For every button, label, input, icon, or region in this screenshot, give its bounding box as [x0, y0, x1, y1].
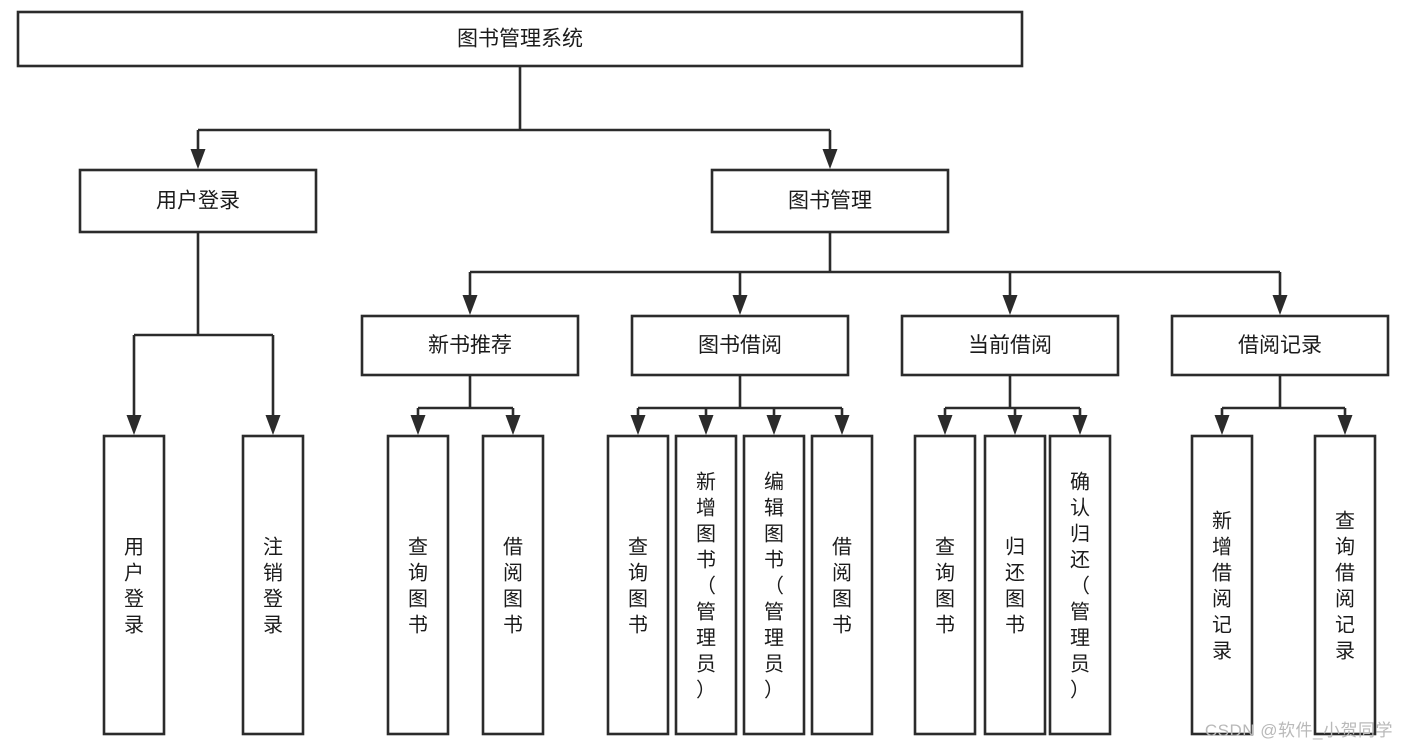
arrow-head-icon: [834, 415, 850, 435]
node-box-leaf-return-book: [983, 434, 1047, 736]
arrow-head-icon: [126, 415, 142, 435]
arrow-head-icon: [505, 415, 521, 435]
node-label-leaf-query-book-cur: 查询图书: [935, 535, 955, 636]
node-leaf-user-login[interactable]: 用户登录: [102, 434, 166, 736]
node-label-borrow-record: 借阅记录: [1238, 334, 1322, 357]
arrow-head-icon: [732, 295, 748, 315]
node-leaf-add-book[interactable]: 新增图书（管理员）: [674, 434, 738, 736]
node-leaf-query-book[interactable]: 查询图书: [606, 434, 670, 736]
arrow-head-icon: [410, 415, 426, 435]
node-box-current-borrow: [900, 314, 1120, 377]
csdn-watermark: CSDN @软件_小贺同学: [1204, 721, 1393, 740]
node-root[interactable]: 图书管理系统: [16, 10, 1024, 68]
node-leaf-borrow-book[interactable]: 借阅图书: [810, 434, 874, 736]
node-label-leaf-query-book-rec: 查询图书: [408, 535, 428, 636]
arrow-head-icon: [630, 415, 646, 435]
arrow-head-icon: [1072, 415, 1088, 435]
node-leaf-edit-book[interactable]: 编辑图书（管理员）: [742, 434, 806, 736]
node-box-user-login: [78, 168, 318, 234]
node-box-leaf-borrow-book-rec: [481, 434, 545, 736]
node-label-book-manage: 图书管理: [788, 190, 872, 213]
node-box-leaf-query-book-cur: [913, 434, 977, 736]
node-label-new-book-rec: 新书推荐: [428, 334, 512, 357]
node-label-leaf-borrow-book: 借阅图书: [832, 535, 852, 636]
arrow-head-icon: [937, 415, 953, 435]
node-label-root: 图书管理系统: [457, 28, 583, 51]
connector-layer: [126, 66, 1353, 435]
node-label-user-login: 用户登录: [156, 190, 240, 213]
node-box-leaf-logout: [241, 434, 305, 736]
node-box-new-book-rec: [360, 314, 580, 377]
node-current-borrow[interactable]: 当前借阅: [900, 314, 1120, 377]
node-box-leaf-add-book: [674, 434, 738, 736]
node-box-root: [16, 10, 1024, 68]
node-label-leaf-logout: 注销登录: [263, 535, 283, 636]
node-label-leaf-confirm-return: 确认归还（管理员）: [1070, 470, 1090, 701]
node-box-leaf-borrow-book: [810, 434, 874, 736]
arrow-head-icon: [822, 149, 838, 169]
node-box-borrow-record: [1170, 314, 1390, 377]
node-box-leaf-query-record: [1313, 434, 1377, 736]
node-box-leaf-query-book: [606, 434, 670, 736]
node-user-login[interactable]: 用户登录: [78, 168, 318, 234]
arrow-head-icon: [265, 415, 281, 435]
node-label-book-borrow: 图书借阅: [698, 334, 782, 357]
node-box-leaf-user-login: [102, 434, 166, 736]
node-book-manage[interactable]: 图书管理: [710, 168, 950, 234]
node-box-leaf-confirm-return: [1048, 434, 1112, 736]
arrow-head-icon: [1007, 415, 1023, 435]
node-leaf-logout[interactable]: 注销登录: [241, 434, 305, 736]
arrow-head-icon: [1272, 295, 1288, 315]
node-label-leaf-edit-book: 编辑图书（管理员）: [764, 470, 784, 701]
node-leaf-query-record[interactable]: 查询借阅记录: [1313, 434, 1377, 736]
node-box-book-manage: [710, 168, 950, 234]
arrow-head-icon: [698, 415, 714, 435]
node-new-book-rec[interactable]: 新书推荐: [360, 314, 580, 377]
node-label-leaf-borrow-book-rec: 借阅图书: [503, 535, 523, 636]
node-leaf-return-book[interactable]: 归还图书: [983, 434, 1047, 736]
node-layer: 图书管理系统用户登录图书管理新书推荐图书借阅当前借阅借阅记录用户登录注销登录查询…: [16, 10, 1390, 736]
node-leaf-add-record[interactable]: 新增借阅记录: [1190, 434, 1254, 736]
arrow-head-icon: [1002, 295, 1018, 315]
node-label-current-borrow: 当前借阅: [968, 334, 1052, 357]
node-label-leaf-user-login: 用户登录: [124, 536, 144, 636]
node-label-leaf-add-record: 新增借阅记录: [1212, 509, 1232, 662]
arrow-head-icon: [462, 295, 478, 315]
node-book-borrow[interactable]: 图书借阅: [630, 314, 850, 377]
arrow-head-icon: [1337, 415, 1353, 435]
node-label-leaf-add-book: 新增图书（管理员）: [696, 470, 716, 701]
node-box-leaf-add-record: [1190, 434, 1254, 736]
node-label-leaf-query-book: 查询图书: [628, 535, 648, 636]
node-box-book-borrow: [630, 314, 850, 377]
arrow-head-icon: [190, 149, 206, 169]
node-label-leaf-query-record: 查询借阅记录: [1335, 509, 1355, 662]
node-leaf-query-book-cur[interactable]: 查询图书: [913, 434, 977, 736]
node-leaf-borrow-book-rec[interactable]: 借阅图书: [481, 434, 545, 736]
node-leaf-query-book-rec[interactable]: 查询图书: [386, 434, 450, 736]
node-box-leaf-query-book-rec: [386, 434, 450, 736]
arrow-head-icon: [1214, 415, 1230, 435]
node-borrow-record[interactable]: 借阅记录: [1170, 314, 1390, 377]
node-leaf-confirm-return[interactable]: 确认归还（管理员）: [1048, 434, 1112, 736]
node-box-leaf-edit-book: [742, 434, 806, 736]
arrow-head-icon: [766, 415, 782, 435]
node-label-leaf-return-book: 归还图书: [1005, 535, 1025, 636]
